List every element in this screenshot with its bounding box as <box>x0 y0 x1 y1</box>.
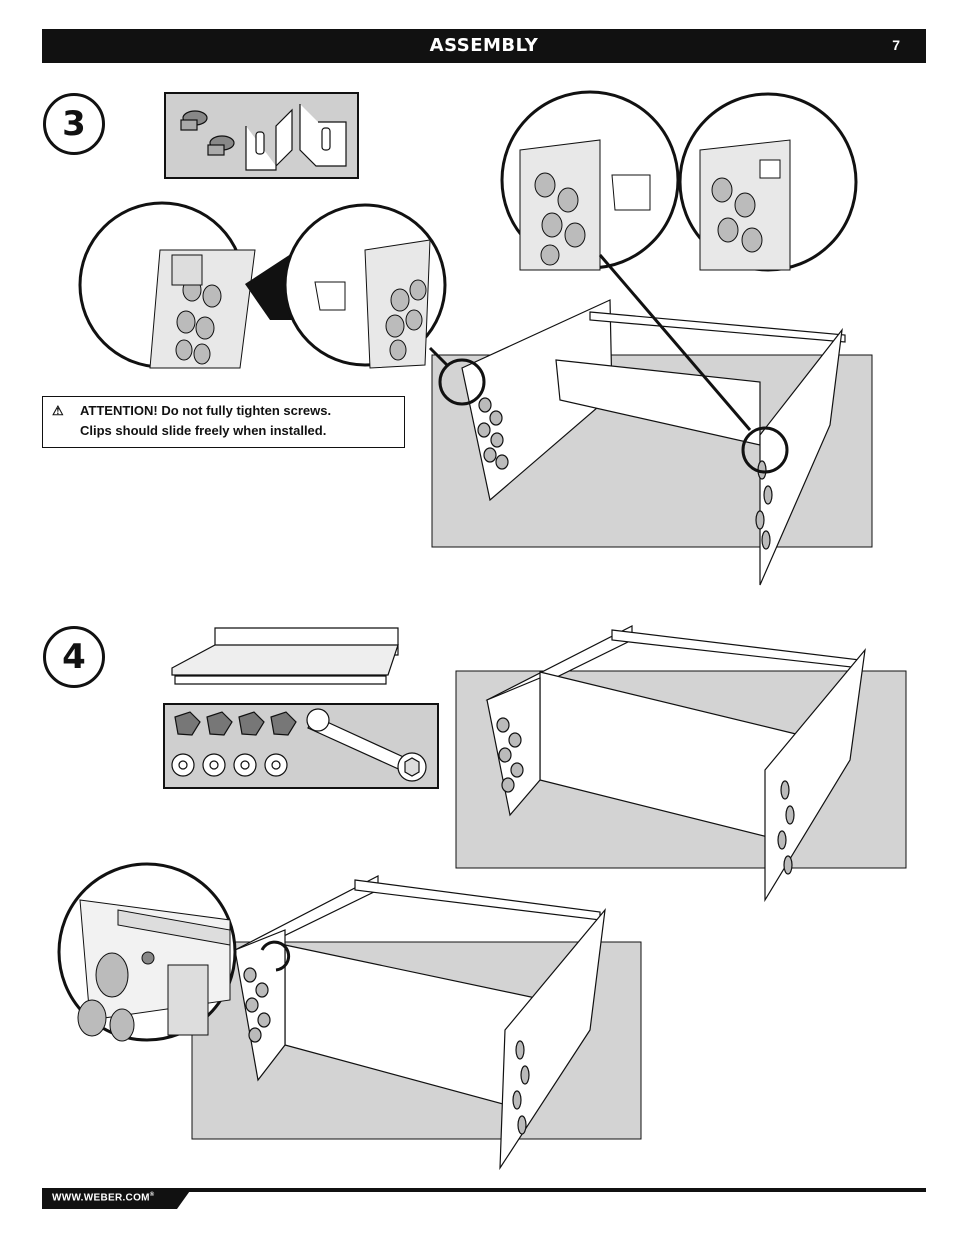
page-number: 7 <box>892 37 900 53</box>
screw-icon <box>207 135 235 156</box>
footer-url[interactable]: WWW.WEBER.COM® <box>52 1192 155 1203</box>
step-3-parts-illustration <box>180 104 347 171</box>
step-4-frame-bottom <box>233 875 606 1171</box>
screw-icon <box>180 110 208 131</box>
page-title: ASSEMBLY <box>429 35 539 56</box>
clip-icon <box>299 104 347 167</box>
attention-line-1: ATTENTION! Do not fully tighten screws. <box>80 403 332 418</box>
footer-rule <box>42 1188 926 1192</box>
drip-tray-illustration <box>171 627 399 685</box>
step-4-parts-illustration <box>171 708 427 782</box>
header-bar: ASSEMBLY 7 <box>42 29 926 63</box>
detail-circle-step-4 <box>57 862 237 1042</box>
attention-note: ⚠ ATTENTION! Do not fully tighten screws… <box>42 396 405 448</box>
wrench-icon <box>306 708 427 782</box>
detail-circle-top-left <box>500 90 680 271</box>
footer-url-text: WWW.WEBER.COM <box>52 1192 150 1204</box>
step-4-badge: 4 <box>43 626 105 688</box>
detail-circle-right <box>283 203 447 369</box>
step-4-frame-top <box>485 625 866 903</box>
attention-line-2: Clips should slide freely when installed… <box>80 423 327 438</box>
detail-circle-left <box>78 201 256 369</box>
step-3-badge: 3 <box>43 93 105 155</box>
warning-triangle-icon: ⚠ <box>52 403 64 418</box>
detail-circle-top-right <box>678 92 858 272</box>
footer-tab <box>42 1188 192 1209</box>
clip-icon <box>245 108 293 171</box>
registered-mark: ® <box>149 1192 155 1198</box>
